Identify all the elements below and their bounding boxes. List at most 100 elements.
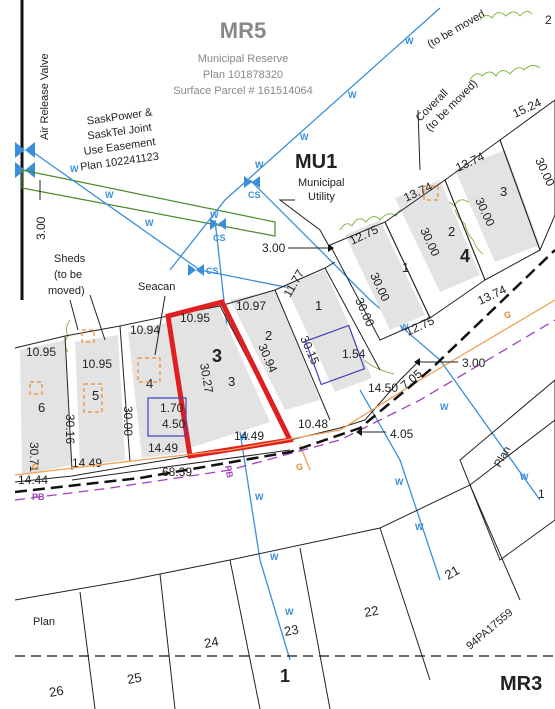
plan-parcel[interactable]	[459, 379, 555, 561]
sheds-line3: moved)	[48, 285, 85, 297]
shed	[81, 329, 95, 343]
curb-stop-icon	[188, 264, 196, 276]
dim-label: 30.00	[121, 406, 135, 436]
lot-number: 22	[363, 603, 380, 620]
top-right-note: (to be moved	[426, 8, 488, 50]
dim-label: 14.44	[18, 473, 48, 487]
water-label: W	[270, 552, 279, 562]
block-3-label: 3	[212, 346, 222, 366]
lot-number: 3	[500, 184, 507, 199]
water-label: W	[285, 607, 294, 617]
seacan-label: Seacan	[138, 281, 175, 293]
water-label: W	[255, 492, 264, 502]
lot-b3-2-fill	[230, 290, 320, 410]
dim-3-00-left: 3.00	[34, 216, 48, 240]
lot-b4-3-fill	[455, 150, 540, 262]
dim-label: 14.50	[368, 381, 398, 395]
dim-label: 15.24	[510, 95, 543, 121]
lot-b3-5-fill	[75, 335, 125, 466]
water-label: W	[440, 402, 449, 412]
lot-number: 1	[402, 260, 409, 275]
dim-label: 13.74	[475, 282, 508, 308]
dim-label: 14.49	[148, 441, 178, 455]
power-label: PB	[223, 465, 235, 480]
dim-label: 30.16	[63, 414, 77, 444]
block-4-label: 4	[460, 246, 470, 266]
curb-stop-icon	[252, 176, 260, 188]
gas-label: G	[296, 462, 303, 472]
mr3-label: MR3	[500, 673, 542, 695]
overall-dim-line	[71, 449, 291, 481]
plan-number-label: 94PA17559	[464, 607, 515, 653]
mu1-line2: Utility	[308, 191, 335, 203]
lot-number: 1	[315, 298, 322, 313]
water-label: W	[348, 90, 357, 100]
lot-number: 21	[442, 562, 462, 582]
block-1-label: 1	[280, 666, 290, 686]
lot-number: 2	[448, 224, 455, 239]
water-label: W	[395, 477, 404, 487]
dim-label: 30.00	[532, 155, 555, 188]
building-footprint	[304, 324, 366, 386]
curb-stop-icon	[244, 176, 252, 188]
water-label: W	[145, 218, 154, 228]
lot-number: 24	[203, 634, 220, 651]
lot-number: 23	[283, 622, 300, 639]
lot-number: 25	[126, 670, 143, 687]
lot-b3-6-fill	[20, 340, 72, 475]
water-service-south	[359, 389, 441, 581]
dim-label: 10.95	[26, 345, 56, 359]
sheds-line1: Sheds	[54, 253, 86, 265]
building-footprint	[147, 397, 187, 437]
water-labels: W W W W W W W W W W W W W W W W W	[70, 36, 529, 617]
shed	[29, 381, 43, 395]
plan-label: Plan	[492, 444, 513, 469]
water-label: W	[300, 132, 309, 142]
water-main-north	[169, 7, 441, 271]
mu1-leader	[278, 199, 331, 249]
mr5-line2: Plan 101878320	[203, 69, 283, 81]
lot-number: 6	[38, 400, 45, 415]
water-label: W	[240, 432, 249, 442]
lot-b4-4[interactable]	[499, 99, 555, 252]
dim-3-00-mu1: 3.00	[262, 241, 286, 255]
lot-b3-3-fill	[170, 305, 270, 448]
mr5-label-group: MR5 Municipal Reserve Plan 101878320 Sur…	[173, 18, 312, 97]
south-block-north-line	[14, 419, 555, 601]
lot-number: 4	[146, 376, 153, 391]
coverall-leader	[417, 109, 421, 171]
water-label: W	[415, 522, 424, 532]
south-lot-lines	[79, 484, 521, 709]
dim-label: 30.00	[352, 296, 377, 329]
cs-label: CS	[248, 190, 261, 200]
curb-stop-icons: CS CS CS	[188, 176, 261, 276]
lot-b4-2-fill	[395, 180, 480, 292]
gas-label: G	[32, 462, 39, 472]
dim-label: 30.71	[27, 442, 41, 472]
gas-line	[14, 299, 555, 476]
dim-label: 4.50	[162, 417, 186, 431]
dim-label: 14.49	[234, 429, 264, 443]
plan-label: Plan	[33, 616, 55, 628]
cs-label: CS	[206, 266, 219, 276]
dim-label: 10.94	[130, 323, 160, 337]
power-label: PB	[32, 492, 45, 502]
block-3: 6 5 4 3 2 1 3 10.95 10.95 10.94 10.95 10…	[14, 261, 425, 487]
dim-label: 10.95	[82, 357, 112, 371]
cs-label: CS	[213, 233, 226, 243]
dim-label: 4.05	[390, 427, 414, 441]
lot-b3-1-fill	[285, 270, 372, 392]
curb-stop-icon	[210, 218, 218, 230]
water-label: W	[70, 164, 79, 174]
seacan-shed	[137, 357, 161, 383]
lot-number: 2	[265, 328, 272, 343]
lot-b3-3-highlight[interactable]	[165, 299, 294, 459]
mu1-title: MU1	[295, 151, 337, 173]
lot-b3-4-fill	[128, 322, 190, 458]
lot-number: 1	[538, 487, 545, 501]
water-label: W	[105, 190, 114, 200]
seacan-leader	[154, 295, 166, 356]
water-label: W	[520, 472, 529, 482]
dim-label: 30.27	[197, 362, 216, 394]
